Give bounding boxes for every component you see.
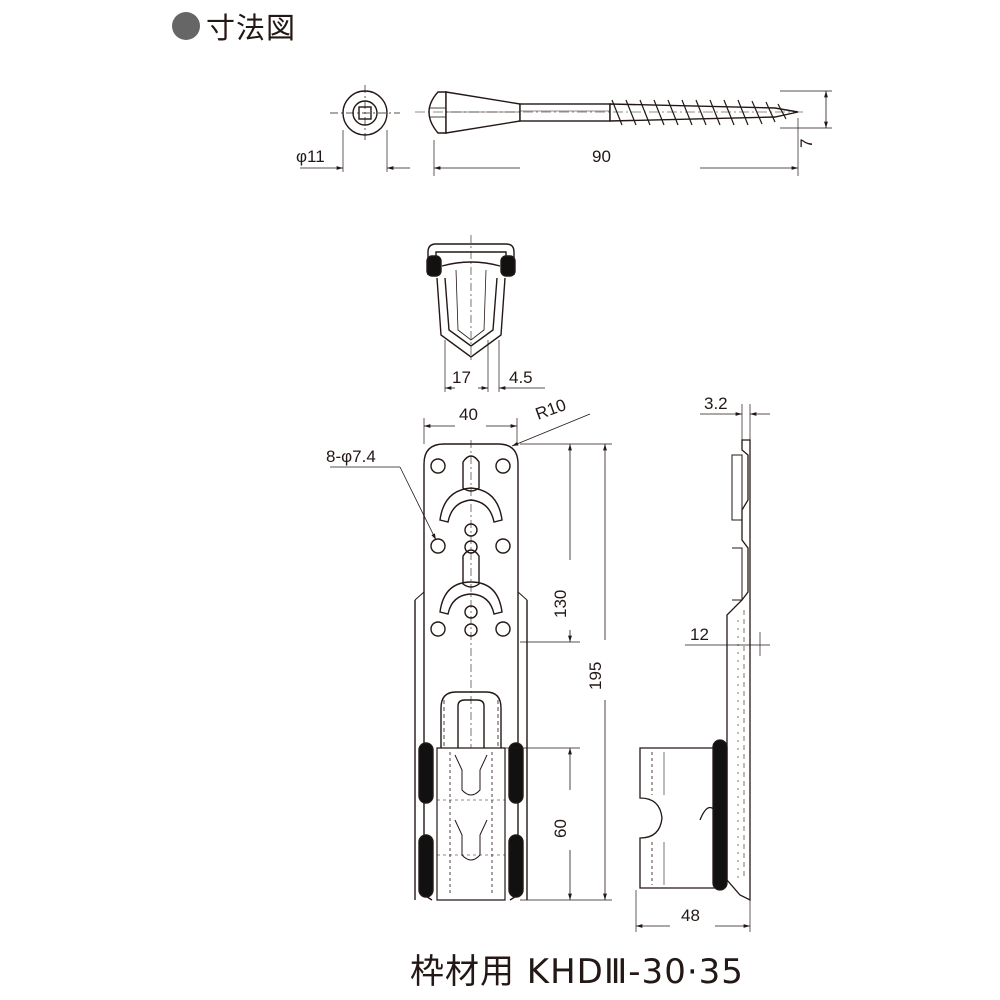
dim-screw-head-dia: φ11 xyxy=(296,147,325,166)
caption: 枠材用 KHDⅢ-30·35 xyxy=(410,951,744,992)
heading-text: 寸法図 xyxy=(206,11,297,45)
dim-plate-thickness: 3.2 xyxy=(704,394,728,413)
dim-corner-radius: R10 xyxy=(533,395,569,424)
dim-plate-width: 40 xyxy=(459,405,478,424)
dim-screw-thread-dia: 7 xyxy=(797,139,816,148)
plate-side-view xyxy=(635,404,770,932)
dim-side-offset: 12 xyxy=(690,625,709,644)
dim-side-depth: 48 xyxy=(681,906,700,925)
dim-screw-length: 90 xyxy=(592,147,611,166)
dim-total-length: 195 xyxy=(586,662,605,690)
dim-profile-width: 17 xyxy=(452,368,471,387)
screw-side-view xyxy=(415,90,832,176)
bullet-dot-icon xyxy=(172,12,200,40)
screw-end-view xyxy=(300,85,410,172)
profile-cross-section xyxy=(426,235,545,392)
plate-front-view xyxy=(330,413,612,901)
dim-hole-section-length: 130 xyxy=(551,590,570,618)
dim-hole-spec: 8-φ7.4 xyxy=(326,447,376,466)
heading: 寸法図 xyxy=(172,6,296,46)
dim-lower-section-length: 60 xyxy=(551,819,570,838)
dim-profile-flange: 4.5 xyxy=(509,368,533,387)
